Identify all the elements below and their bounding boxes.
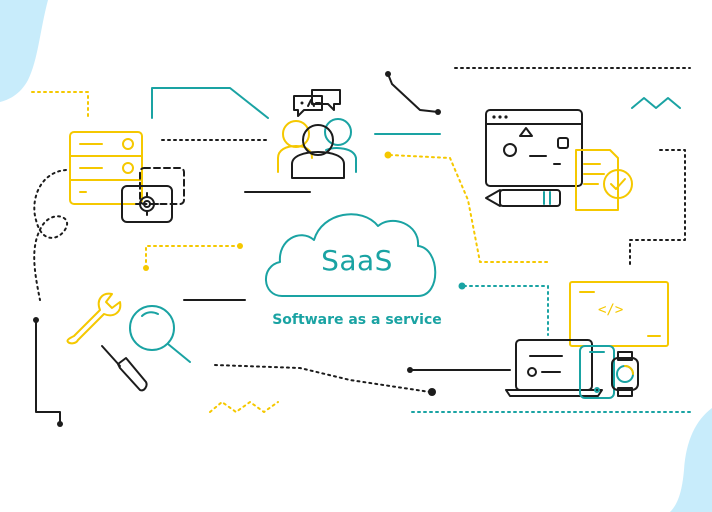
page-subtitle: Software as a service <box>272 312 442 328</box>
code-window-icon <box>569 281 669 347</box>
wrench-icon <box>66 292 122 345</box>
cloud-icon <box>265 213 437 297</box>
magnifier-icon <box>129 305 191 363</box>
document-check-icon <box>575 149 633 211</box>
users-icon <box>277 118 357 179</box>
laptop-icon <box>505 339 603 397</box>
chat-bubbles-icon <box>293 89 341 117</box>
code-tag-label: </> <box>598 302 624 318</box>
phone-icon <box>579 345 615 399</box>
corner-blob-bottom-right <box>670 408 712 512</box>
pencil-icon <box>485 189 561 207</box>
screwdriver-icon <box>101 345 148 392</box>
smartwatch-icon <box>611 351 639 397</box>
connector-lines <box>31 67 691 427</box>
gear-icon <box>121 167 185 223</box>
corner-blob-top-left <box>0 0 48 102</box>
browser-window-icon <box>485 109 583 187</box>
server-icon <box>69 131 143 205</box>
page-title: SaaS <box>321 244 393 277</box>
